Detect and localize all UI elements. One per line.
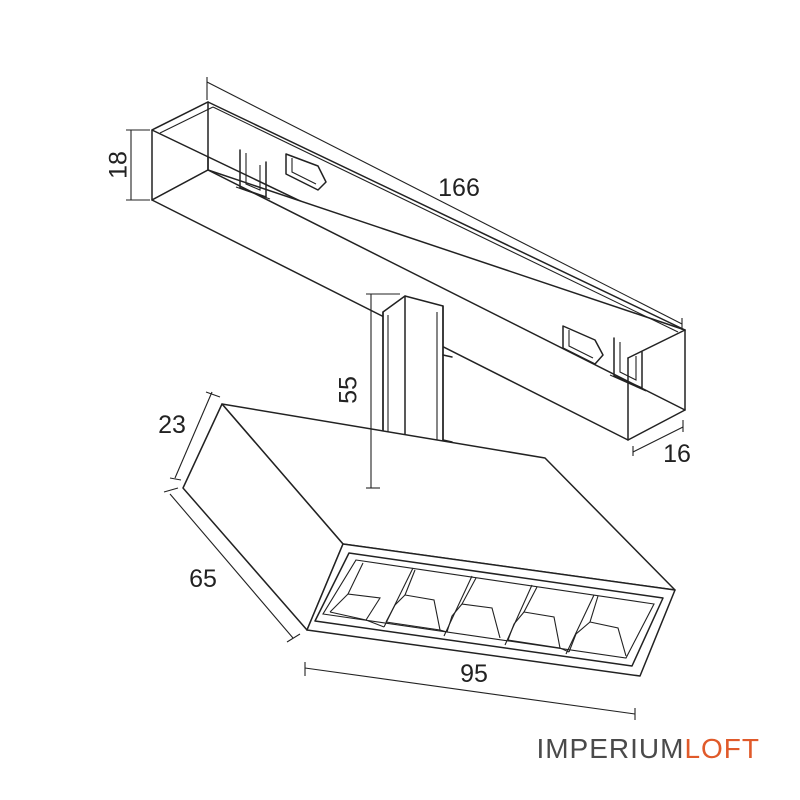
dimension-label-head-length: 65 bbox=[189, 565, 217, 593]
dimension-label-stem-height: 55 bbox=[335, 376, 363, 404]
dimension-label-rail-length: 166 bbox=[438, 174, 480, 202]
dimension-label-rail-width: 16 bbox=[663, 440, 691, 468]
dimension-label-rail-height: 18 bbox=[105, 151, 133, 179]
brand-logo-part1: IMPERIUM bbox=[536, 733, 685, 764]
dimension-label-head-width: 95 bbox=[460, 660, 488, 688]
lamp-head bbox=[182, 403, 676, 677]
dimension-label-head-depth: 23 bbox=[158, 411, 186, 439]
brand-logo-part2: LOFT bbox=[684, 733, 760, 764]
brand-logo: IMPERIUMLOFT bbox=[536, 733, 760, 765]
dimension-lines bbox=[126, 77, 684, 720]
reflector-cells bbox=[329, 562, 627, 657]
